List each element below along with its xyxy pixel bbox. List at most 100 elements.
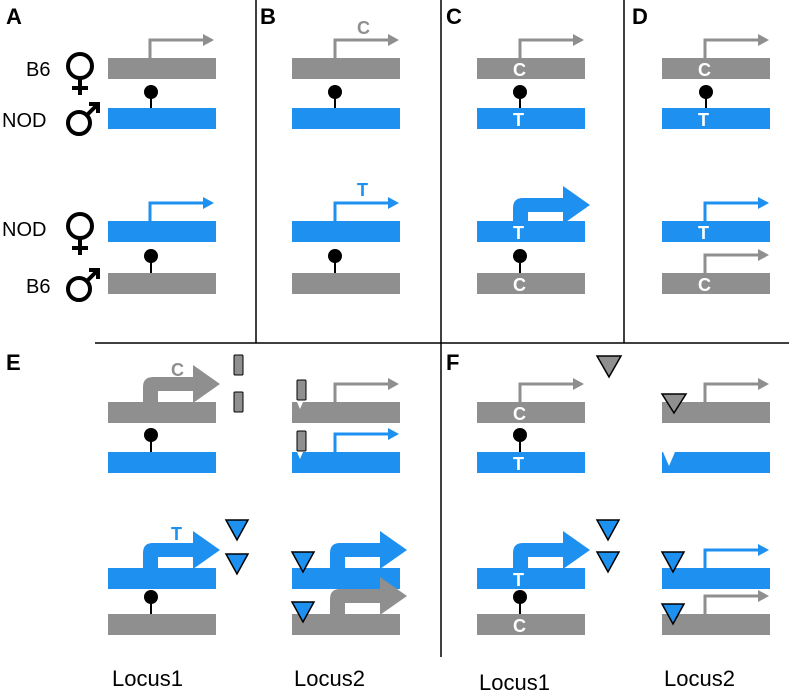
nod-allele-bar: [292, 221, 400, 242]
b6-allele-bar: [108, 614, 216, 635]
arrowhead: [573, 378, 584, 390]
allele-label-t: T: [513, 110, 524, 130]
b6-allele-bar: [292, 614, 400, 635]
nod-allele-bar: [108, 108, 216, 129]
b6-allele-bar: [662, 58, 770, 79]
allele-label-t: T: [513, 454, 524, 474]
methylation-mark: [513, 428, 527, 442]
blue-triangle-marker: [224, 519, 250, 542]
panel-letter-a: A: [6, 4, 22, 29]
b6-allele-bar: [477, 402, 585, 423]
nod-allele-bar: [292, 568, 400, 589]
transcription-arrow: [333, 382, 392, 402]
nod-allele-bar: [662, 568, 770, 589]
gray-marker: [233, 354, 244, 376]
transcription-arrow: [703, 253, 762, 273]
panel-a: [108, 34, 216, 294]
b6-allele-bar: [477, 58, 585, 79]
female-symbol-bottom: [66, 212, 94, 255]
nod-allele-bar: [662, 452, 770, 473]
allele-label-c: C: [513, 60, 526, 80]
locus-label-f2: Locus2: [664, 666, 735, 691]
nod-allele-bar: [477, 452, 585, 473]
methylation-mark: [699, 85, 713, 99]
arrowhead: [388, 34, 399, 46]
methylation-mark: [328, 85, 342, 99]
blue-triangle-marker: [595, 551, 621, 574]
nod-allele-bar: [292, 108, 400, 129]
methylation-mark: [513, 249, 527, 263]
b6-allele-bar: [292, 273, 400, 294]
blue-triangle-marker: [660, 551, 686, 574]
transcription-arrow: [703, 201, 762, 221]
allele-label-t: T: [171, 524, 182, 544]
nod-allele-bar: [477, 221, 585, 242]
methylation-mark: [328, 249, 342, 263]
strong-transcription-arrow: [513, 186, 590, 224]
blue-triangle-marker: [290, 551, 316, 574]
strain-label-bottom-mother: NOD: [2, 219, 46, 241]
methylation-mark: [144, 428, 158, 442]
arrowhead: [388, 197, 399, 209]
nod-allele-bar: [292, 452, 400, 473]
gray-marker: [296, 430, 307, 452]
gray-triangle-marker: [660, 393, 688, 415]
blue-triangle-marker: [224, 553, 250, 576]
transcription-arrow: [518, 38, 577, 58]
blue-triangle-marker: [290, 601, 316, 624]
locus-label-e1: Locus1: [112, 666, 183, 691]
methylation-mark: [513, 590, 527, 604]
panel-letter-e: E: [6, 350, 21, 375]
gray-triangle-marker: [595, 355, 623, 379]
allele-label-t: T: [357, 180, 368, 200]
allele-label-c: C: [513, 404, 526, 424]
nod-allele-bar: [662, 221, 770, 242]
arrowhead: [203, 197, 214, 209]
panel-letter-c: C: [446, 4, 462, 29]
male-symbol-top: [66, 102, 100, 136]
methylation-mark: [144, 249, 158, 263]
transcription-arrow: [703, 38, 762, 58]
methylation-mark: [513, 85, 527, 99]
allele-label-c: C: [513, 616, 526, 636]
allele-label-c: C: [698, 275, 711, 295]
panel-d: C T T C: [662, 34, 770, 295]
transcription-arrow: [703, 382, 762, 402]
strong-transcription-arrow: [330, 577, 407, 615]
b6-allele-bar: [662, 402, 770, 423]
allele-label-c: C: [698, 60, 711, 80]
arrowhead: [203, 34, 214, 46]
b6-allele-bar: [662, 614, 770, 635]
b6-allele-bar: [292, 58, 400, 79]
transcription-arrow: [333, 201, 392, 221]
b6-allele-bar: [292, 402, 400, 423]
allele-label-c: C: [513, 275, 526, 295]
arrowhead: [758, 378, 769, 390]
allele-label-t: T: [698, 110, 709, 130]
allele-label-t: T: [513, 223, 524, 243]
transcription-arrow: [333, 38, 392, 58]
panel-b: C T: [292, 18, 400, 294]
nod-allele-bar: [477, 108, 585, 129]
b6-allele-bar: [108, 273, 216, 294]
arrowhead: [758, 590, 769, 602]
b6-allele-bar: [477, 614, 585, 635]
panel-letter-d: D: [632, 4, 648, 29]
nod-allele-bar: [108, 452, 216, 473]
blue-triangle-marker: [660, 603, 686, 626]
b6-allele-bar: [108, 58, 216, 79]
gray-marker: [233, 391, 244, 413]
allele-label-c: C: [171, 360, 184, 380]
b6-allele-bar: [662, 273, 770, 294]
female-symbol-top: [66, 52, 94, 95]
panel-e: C T: [108, 354, 407, 635]
panel-letter-f: F: [446, 350, 459, 375]
arrowhead: [388, 428, 399, 440]
strain-label-top-mother: B6: [26, 59, 50, 81]
transcription-arrow: [518, 382, 577, 402]
nod-allele-bar: [662, 108, 770, 129]
panel-letter-b: B: [260, 4, 276, 29]
locus-label-f1: Locus1: [479, 670, 550, 695]
transcription-arrow: [333, 432, 392, 452]
